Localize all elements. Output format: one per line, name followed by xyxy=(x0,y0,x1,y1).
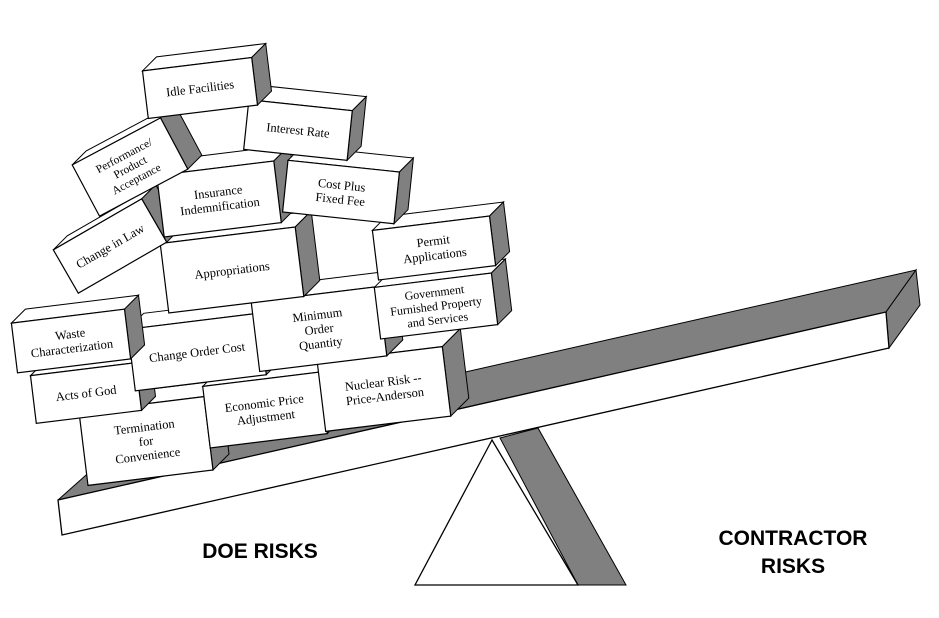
block-label: Cost PlusFixed Fee xyxy=(315,176,368,209)
block-label-line: Permit xyxy=(416,232,451,250)
block-front-face xyxy=(71,117,189,217)
block-front-face xyxy=(243,99,353,161)
block-label-line: Minimum xyxy=(292,305,344,325)
block-permit-applications: PermitApplications xyxy=(371,200,511,281)
block-label: MinimumOrderQuantity xyxy=(292,305,347,354)
block-label-line: Insurance xyxy=(193,182,243,202)
block-front-face xyxy=(316,345,452,433)
block-label: Interest Rate xyxy=(266,120,331,141)
block-front-face xyxy=(52,197,168,295)
fulcrum-shadow xyxy=(499,427,627,586)
seesaw-beam-front xyxy=(57,311,890,536)
block-front-face xyxy=(202,371,328,449)
block-front-face xyxy=(373,272,499,340)
block-label-line: Waste xyxy=(54,325,86,343)
block-waste-characterization: WasteCharacterization xyxy=(10,294,146,374)
block-front-face xyxy=(250,285,388,373)
block-change-in-law: Change in Law xyxy=(52,183,182,295)
block-idle-facilities: Idle Facilities xyxy=(141,42,273,120)
block-interest-rate: Interest Rate xyxy=(243,85,368,162)
block-cost-plus-fixed-fee: Cost PlusFixed Fee xyxy=(281,145,415,226)
block-front-face xyxy=(29,362,143,424)
block-front-face xyxy=(156,160,282,238)
block-label-line: Fixed Fee xyxy=(315,190,366,209)
block-label-line: Order xyxy=(304,321,335,339)
block-change-order-cost: Change Order Cost xyxy=(126,296,283,392)
block-front-face xyxy=(281,159,401,225)
block-government-furnished-property: GovernmentFurnished Propertyand Services xyxy=(372,257,513,340)
block-front-face xyxy=(159,226,305,314)
block-label-line: Cost Plus xyxy=(317,176,366,195)
block-label-line: for xyxy=(138,433,155,449)
fulcrum xyxy=(413,438,580,586)
contractor-risks-label-line1: CONTRACTOR xyxy=(719,527,868,550)
contractor-risks-label-line2: RISKS xyxy=(761,555,825,578)
block-front-face xyxy=(371,215,497,281)
block-front-face xyxy=(10,308,132,374)
block-front-face xyxy=(141,56,259,120)
block-front-face xyxy=(78,395,214,487)
block-label-line: Quantity xyxy=(298,334,344,353)
block-label-line: Interest Rate xyxy=(266,120,331,141)
block-front-face xyxy=(127,312,267,392)
doe-risks-label: DOE RISKS xyxy=(202,540,318,563)
